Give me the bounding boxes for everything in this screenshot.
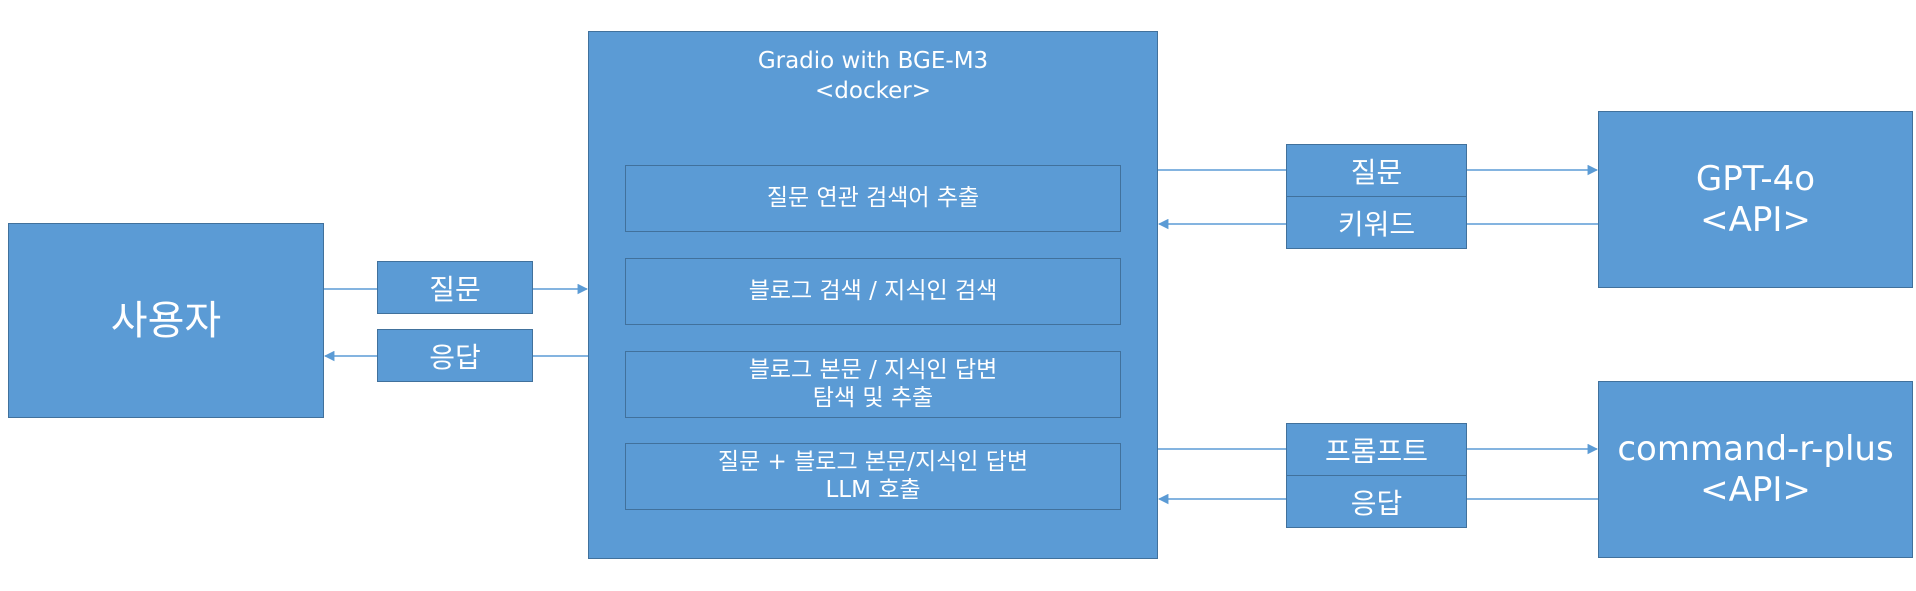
user-label: 사용자	[110, 297, 222, 344]
user-box: 사용자	[8, 223, 324, 418]
gradio-step-4-text: 질문 + 블로그 본문/지식인 답변 LLM 호출	[717, 448, 1029, 503]
cmd-prompt-label: 프롬프트	[1286, 423, 1467, 476]
gradio-step-3-text: 블로그 본문 / 지식인 답변 탐색 및 추출	[748, 356, 998, 411]
cmd-response-label: 응답	[1286, 475, 1467, 528]
user-response-text: 응답	[429, 340, 481, 374]
gpt-question-label: 질문	[1286, 144, 1467, 197]
user-question-label: 질문	[377, 261, 533, 314]
gradio-step-1-text: 질문 연관 검색어 추출	[766, 184, 980, 211]
gpt-question-text: 질문	[1350, 155, 1403, 189]
gradio-step-2: 블로그 검색 / 지식인 검색	[625, 258, 1121, 325]
gradio-step-2-text: 블로그 검색 / 지식인 검색	[748, 277, 998, 304]
cmd-label: command-r-plus <API>	[1617, 428, 1894, 510]
user-response-label: 응답	[377, 329, 533, 382]
gpt-keyword-label: 키워드	[1286, 196, 1467, 249]
gradio-title: Gradio with BGE-M3 <docker>	[757, 48, 989, 104]
gpt-label: GPT-4o <API>	[1695, 158, 1816, 240]
gradio-step-4: 질문 + 블로그 본문/지식인 답변 LLM 호출	[625, 443, 1121, 510]
gpt-keyword-text: 키워드	[1337, 207, 1416, 241]
gpt-box: GPT-4o <API>	[1598, 111, 1913, 288]
cmd-prompt-text: 프롬프트	[1324, 434, 1429, 468]
gradio-step-3: 블로그 본문 / 지식인 답변 탐색 및 추출	[625, 351, 1121, 418]
user-question-text: 질문	[429, 272, 481, 306]
cmd-box: command-r-plus <API>	[1598, 381, 1913, 558]
gradio-step-1: 질문 연관 검색어 추출	[625, 165, 1121, 232]
cmd-response-text: 응답	[1350, 486, 1403, 520]
